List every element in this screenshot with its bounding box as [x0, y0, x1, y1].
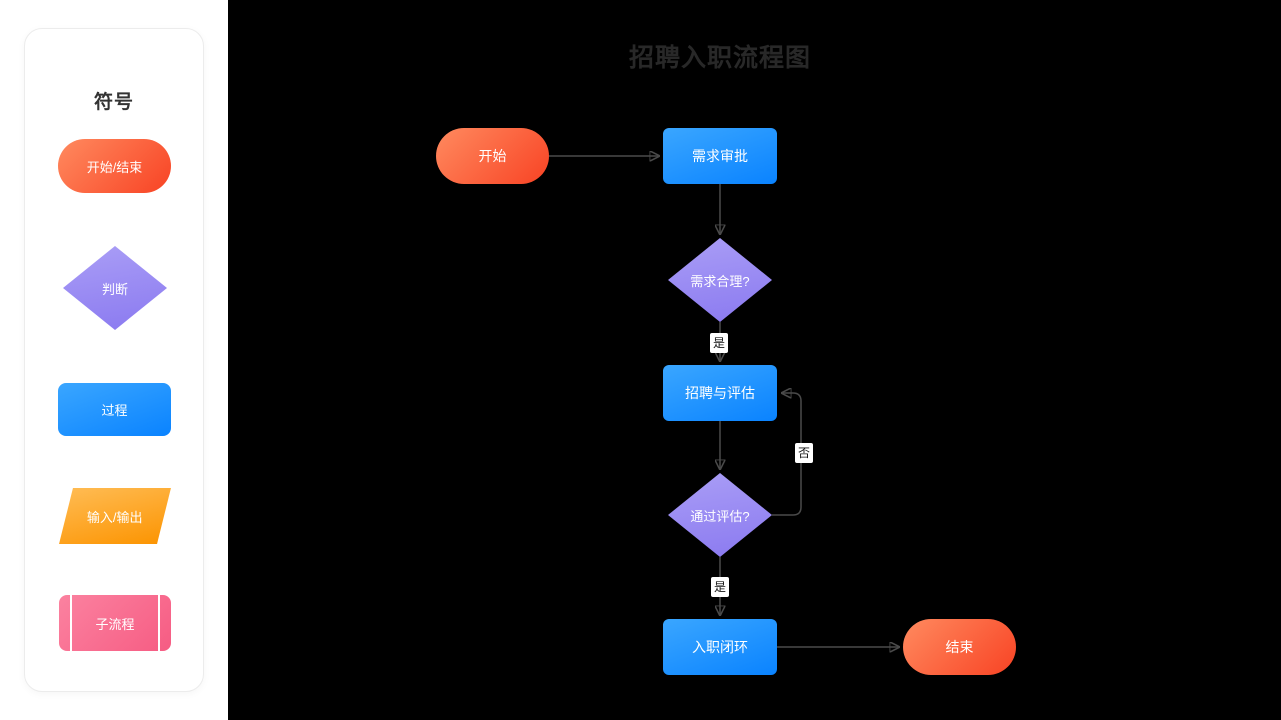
node-onboarding-loop-label: 入职闭环 — [692, 639, 748, 655]
node-onboarding-loop[interactable]: 入职闭环 — [663, 619, 777, 675]
node-requirement-approval-label: 需求审批 — [692, 148, 748, 164]
palette-symbol-process[interactable]: 过程 — [58, 383, 171, 436]
edge-label-no[interactable]: 否 — [795, 443, 814, 464]
node-requirement-approval[interactable]: 需求审批 — [663, 128, 777, 184]
node-requirement-reasonable-label: 需求合理? — [690, 273, 750, 289]
palette-symbol-decision-label: 判断 — [101, 281, 128, 297]
node-start[interactable]: 开始 — [436, 128, 549, 184]
node-end[interactable]: 结束 — [903, 619, 1016, 675]
subprocess-left-bar — [70, 595, 72, 651]
edge-label-yes-1[interactable]: 是 — [710, 333, 729, 354]
symbol-panel: 符号 开始/结束 判断 过程 输入/输出 子流程 — [0, 0, 228, 720]
palette-symbol-process-label: 过程 — [101, 403, 128, 418]
edge-label-yes-2[interactable]: 是 — [711, 577, 730, 598]
palette-title: 符号 — [93, 92, 134, 113]
palette-symbol-subprocess-label: 子流程 — [95, 616, 135, 632]
palette-symbol-subprocess[interactable]: 子流程 — [59, 595, 171, 651]
node-recruit-evaluate-label: 招聘与评估 — [685, 385, 755, 401]
node-pass-evaluation-label: 通过评估? — [690, 508, 750, 524]
node-end-label: 结束 — [945, 639, 974, 655]
palette-symbol-terminator-label: 开始/结束 — [86, 159, 143, 175]
subprocess-right-bar — [158, 595, 160, 651]
palette-symbol-terminator[interactable]: 开始/结束 — [58, 139, 171, 193]
symbol-palette-card: 符号 开始/结束 判断 过程 输入/输出 子流程 — [24, 28, 204, 692]
node-start-label: 开始 — [478, 148, 507, 164]
diagram-title: 招聘入职流程图 — [628, 44, 811, 72]
node-recruit-evaluate[interactable]: 招聘与评估 — [663, 365, 777, 421]
